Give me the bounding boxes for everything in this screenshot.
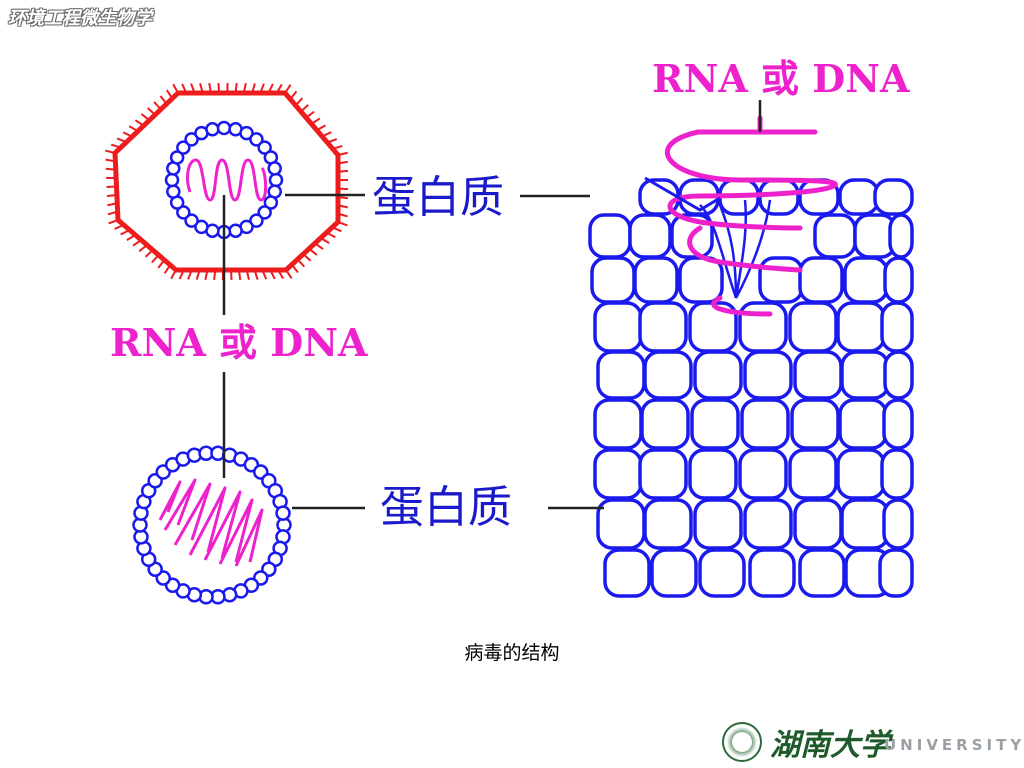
capsomere xyxy=(275,505,291,521)
label-nucleic-top-right: RNA 或 DNA xyxy=(652,56,910,101)
capsomere xyxy=(166,184,181,199)
capsid-cell xyxy=(588,213,632,259)
capsid-cell xyxy=(590,256,636,304)
capsomere xyxy=(176,140,191,155)
capsid-cell xyxy=(678,256,724,304)
capsid-cell xyxy=(758,178,800,216)
capsid-cell xyxy=(638,301,688,353)
capsid-cell xyxy=(633,256,679,304)
capsid-cell xyxy=(596,498,646,550)
capsid-cell xyxy=(788,301,838,353)
university-name-english: UNIVERSITY xyxy=(884,736,1024,754)
capsid-cell xyxy=(840,350,890,400)
nucleic-acid-lower xyxy=(158,478,264,567)
capsomere xyxy=(169,150,185,165)
capsomere xyxy=(267,161,282,176)
capsid-cell xyxy=(798,256,844,304)
capsid-cell xyxy=(690,398,740,450)
capsomere xyxy=(257,140,272,155)
capsid-cell xyxy=(793,350,843,400)
capsomere xyxy=(164,172,180,188)
envelope-spikes xyxy=(105,82,349,281)
capsid-cell xyxy=(883,350,914,400)
capsomere xyxy=(239,125,254,141)
capsid-cell xyxy=(628,213,672,259)
capsid-cell xyxy=(603,548,651,598)
capsid-cell xyxy=(743,350,793,400)
capsomere xyxy=(263,195,279,210)
capsomere xyxy=(249,213,264,228)
capsomere xyxy=(205,122,220,137)
capsomere xyxy=(194,219,209,235)
capsid-cell xyxy=(882,498,914,550)
capsid-cell xyxy=(873,178,914,216)
label-protein-lower: 蛋白质 xyxy=(380,482,512,533)
university-seal-icon xyxy=(722,722,762,762)
capsid-cell xyxy=(593,301,643,353)
capsid-cell xyxy=(740,398,790,450)
capsid-cell xyxy=(838,398,888,450)
capsid-cell xyxy=(738,448,788,500)
header-title: 环境工程微生物学 xyxy=(8,8,152,29)
label-nucleic-left: RNA 或 DNA xyxy=(110,320,368,365)
capsid-cell xyxy=(698,548,746,598)
capsid-cell xyxy=(688,448,738,500)
capsid-cell xyxy=(793,498,843,550)
naked-virus xyxy=(132,445,292,605)
nucleic-acid-upper xyxy=(186,158,268,202)
capsid-cell xyxy=(838,178,880,216)
capsid-cell xyxy=(880,448,914,500)
capsomere xyxy=(216,120,232,136)
capsomere xyxy=(184,132,199,147)
capsid-cell xyxy=(640,398,690,450)
university-name-chinese: 湖南大学 xyxy=(770,728,890,763)
capsid-cell xyxy=(638,448,688,500)
capsid-cell xyxy=(883,256,914,304)
capsid-cell xyxy=(790,398,840,450)
capsid-cells xyxy=(588,178,914,598)
capsid-cell xyxy=(888,213,914,259)
capsid-cell xyxy=(593,448,643,500)
university-logo: 湖南大学 UNIVERSITY xyxy=(720,716,1024,766)
capsomere xyxy=(228,223,243,238)
helical-virus xyxy=(588,115,914,598)
label-protein-upper: 蛋白质 xyxy=(372,172,504,223)
capsid-cell xyxy=(643,350,693,400)
capsid-cell xyxy=(758,256,804,304)
viral-envelope xyxy=(112,90,341,273)
capsid-beads-lower xyxy=(132,445,292,605)
capsomere xyxy=(249,132,264,147)
capsid-cell xyxy=(882,398,914,450)
capsid-beads-upper xyxy=(164,120,284,240)
capsomere xyxy=(268,172,284,188)
virus-structure-diagram: 蛋白质 蛋白质 RNA 或 DNA RNA 或 DNA xyxy=(105,56,914,605)
capsid-cell xyxy=(836,301,886,353)
capsid-cell xyxy=(878,548,914,598)
capsomere xyxy=(184,213,199,228)
capsid-cell xyxy=(813,213,857,259)
figure-caption: 病毒的结构 xyxy=(464,642,560,664)
capsid-cell xyxy=(788,448,838,500)
capsid-cell xyxy=(840,498,890,550)
capsid-cell xyxy=(650,548,698,598)
capsomere xyxy=(257,205,272,220)
capsid-cell xyxy=(798,548,846,598)
capsid-cell xyxy=(843,256,889,304)
capsid-cell xyxy=(643,498,693,550)
capsid-cell xyxy=(836,448,886,500)
capsid-cell xyxy=(693,498,743,550)
helix-inner-lines xyxy=(699,199,772,299)
enveloped-virus xyxy=(105,82,349,281)
leader-lines xyxy=(222,100,762,510)
capsid-cell xyxy=(693,350,743,400)
capsid-cell xyxy=(748,548,796,598)
capsid-cell xyxy=(880,301,914,353)
capsid-cell xyxy=(596,350,646,400)
capsomere xyxy=(176,205,191,220)
capsid-cell xyxy=(738,301,788,353)
capsid-cell xyxy=(593,398,643,450)
capsid-cell xyxy=(743,498,793,550)
